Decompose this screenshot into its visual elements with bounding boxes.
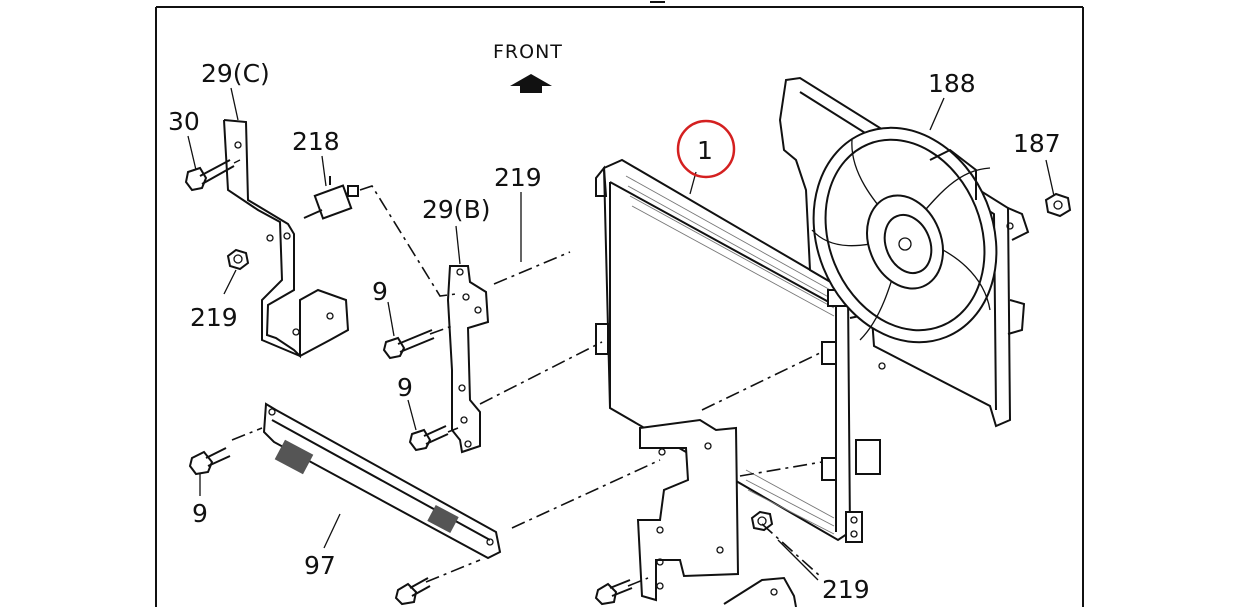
bolt-9-lower xyxy=(188,447,231,476)
callout-97: 97 xyxy=(304,551,336,580)
front-direction-indicator: FRONT xyxy=(493,41,563,93)
callout-29b: 29(B) xyxy=(422,195,490,224)
fan-assembly xyxy=(811,126,998,344)
callout-30: 30 xyxy=(168,107,200,136)
highlight-circle-part-1 xyxy=(676,119,736,179)
diagram-frame xyxy=(155,1,1084,607)
callout-219-top: 219 xyxy=(494,163,542,192)
callout-9-middle: 9 xyxy=(397,373,413,402)
bolt-bottom-center xyxy=(594,579,633,606)
callout-labels: 29(C) 30 218 219 219 29(B) 9 9 9 97 1 18… xyxy=(168,59,1061,604)
callout-9-lower: 9 xyxy=(192,499,208,528)
deflector-plate-97 xyxy=(262,402,502,560)
nut-219-left xyxy=(226,248,250,271)
callout-218: 218 xyxy=(292,127,340,156)
front-arrow-icon xyxy=(510,74,552,93)
leader-lines xyxy=(187,87,1055,581)
callout-9-upper: 9 xyxy=(372,277,388,306)
callout-219-bottom: 219 xyxy=(822,575,870,604)
callout-29c: 29(C) xyxy=(201,59,270,88)
mounting-bracket-center xyxy=(636,418,740,602)
bolt-9-upper xyxy=(382,329,435,360)
callout-219-left: 219 xyxy=(190,303,238,332)
bolt-30 xyxy=(184,159,241,192)
callout-188: 188 xyxy=(928,69,976,98)
bracket-29c xyxy=(223,119,350,359)
nut-187 xyxy=(1044,192,1072,218)
grommet-218 xyxy=(303,176,359,220)
bolt-9-middle xyxy=(408,425,449,452)
callout-187: 187 xyxy=(1013,129,1061,158)
callout-1: 1 xyxy=(697,136,713,165)
bracket-29b xyxy=(446,265,490,454)
lower-hook-bracket xyxy=(723,576,797,608)
nut-219-bottom xyxy=(750,510,774,532)
front-label: FRONT xyxy=(493,41,563,63)
assembly-guide-lines xyxy=(231,185,823,587)
bolt-bottom-left xyxy=(394,577,431,606)
condenser-1 xyxy=(595,158,872,543)
condenser-fins xyxy=(625,175,835,535)
